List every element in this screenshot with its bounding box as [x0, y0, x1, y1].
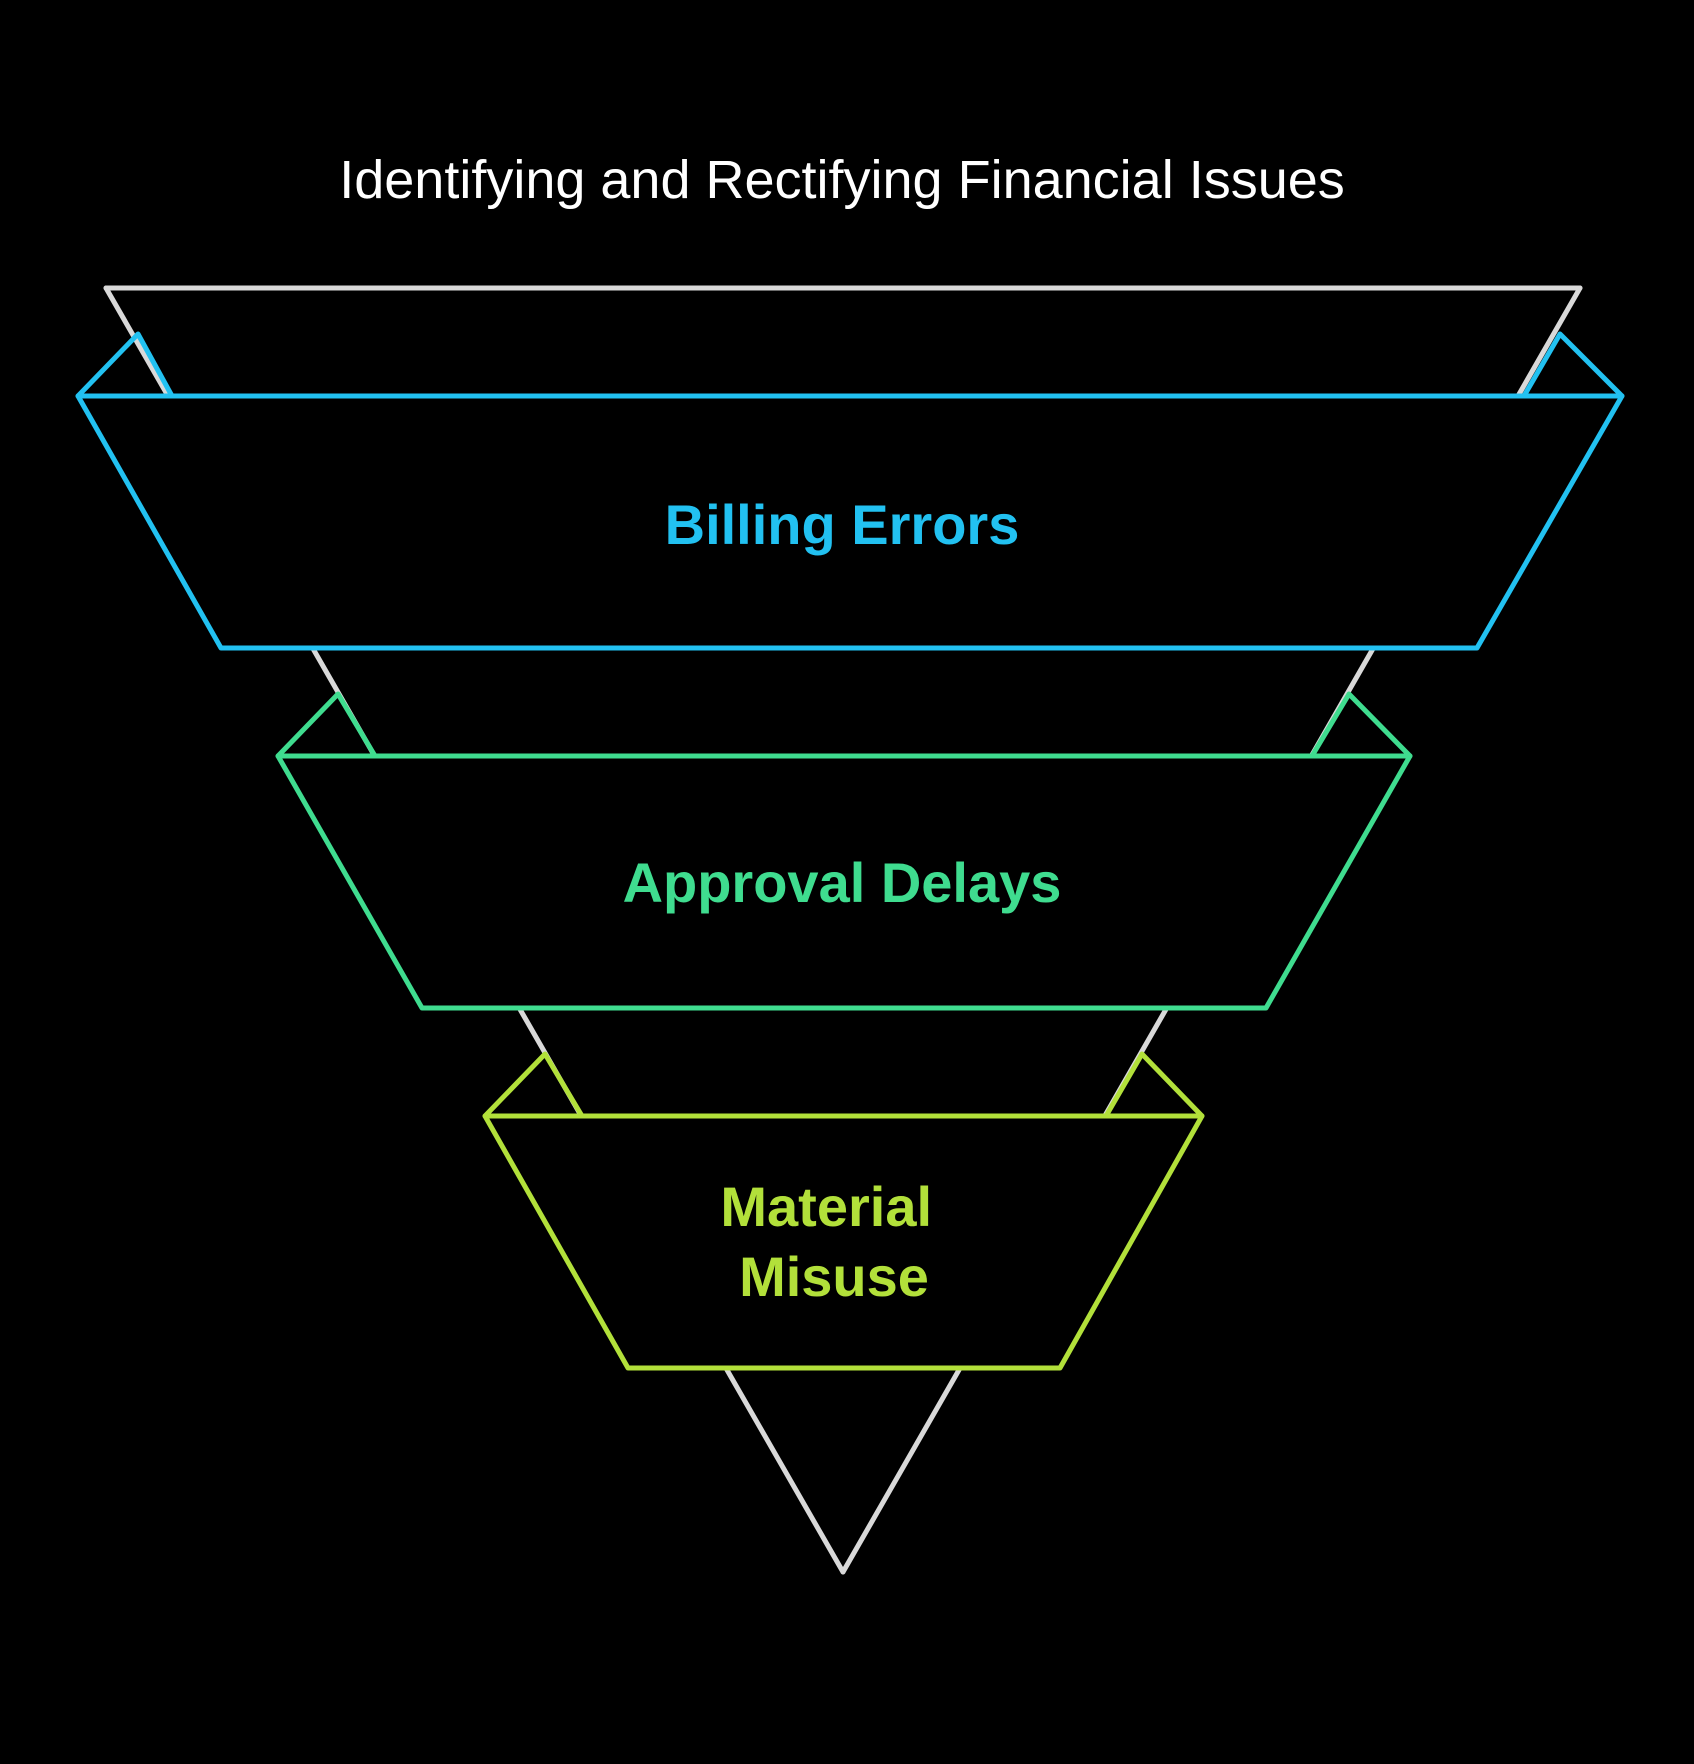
level-shape: [482, 1113, 1205, 1371]
level-label-line-2: Misuse: [739, 1245, 929, 1308]
level-cap-left: [482, 1051, 585, 1119]
funnel-level-material-misuse: Material Misuse: [482, 1051, 1205, 1371]
level-shape: [75, 393, 1625, 651]
level-cap-right: [1521, 331, 1625, 399]
level-cap-right: [1309, 691, 1413, 759]
diagram-title: Identifying and Rectifying Financial Iss…: [339, 150, 1345, 210]
level-cap-left: [275, 691, 378, 759]
level-cap-left: [75, 331, 175, 399]
level-label: Billing Errors: [665, 493, 1020, 556]
level-label: Material Misuse: [720, 1175, 947, 1308]
funnel-level-billing-errors: Billing Errors: [75, 331, 1625, 651]
funnel-level-approval-delays: Approval Delays: [275, 691, 1413, 1011]
level-label-line-1: Material: [720, 1175, 932, 1238]
level-shape: [275, 753, 1413, 1011]
level-label: Approval Delays: [623, 851, 1062, 914]
level-cap-right: [1103, 1051, 1205, 1119]
